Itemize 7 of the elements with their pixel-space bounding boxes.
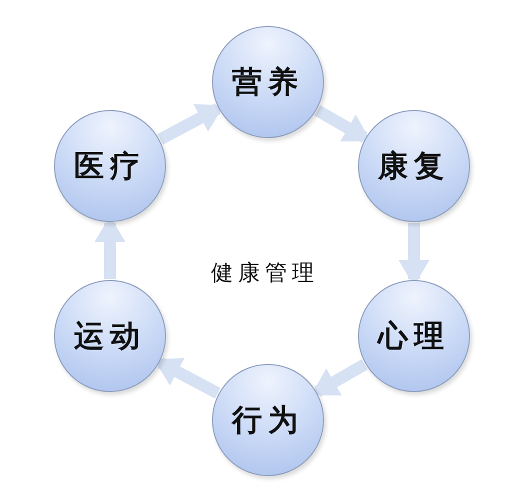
node-label: 营养 <box>232 64 304 102</box>
node-label: 运动 <box>74 318 146 356</box>
center-title: 健康管理 <box>211 260 319 288</box>
node-label: 行为 <box>232 402 304 440</box>
node-label: 康复 <box>378 148 450 186</box>
node-label: 医疗 <box>74 148 146 186</box>
node-label: 心理 <box>378 318 450 356</box>
